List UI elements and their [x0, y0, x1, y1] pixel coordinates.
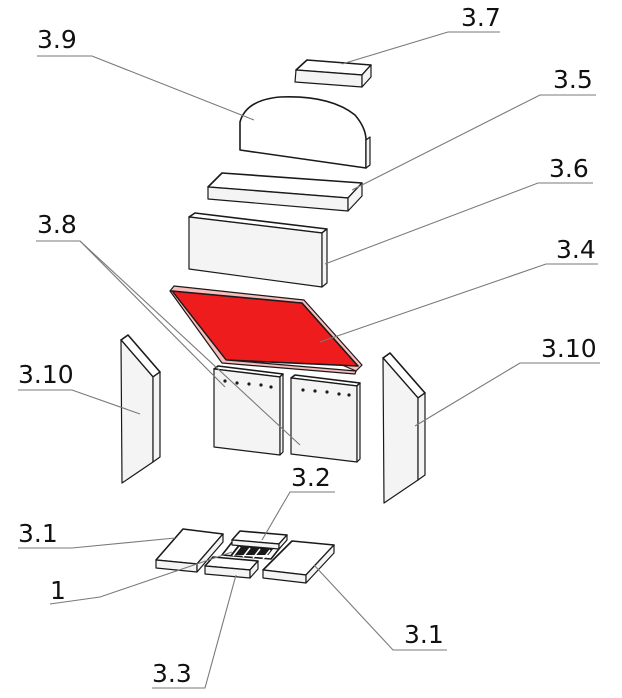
- leader-3-1-right: [313, 564, 447, 651]
- leader-3-10-left: [18, 389, 141, 415]
- part-3-4-highlighted-plate[interactable]: [169, 285, 363, 375]
- label-3-10-right: 3.10: [541, 334, 597, 363]
- leader-3-1-left: [18, 537, 176, 549]
- leader-3-8-b: [79, 240, 301, 446]
- label-3-1-right: 3.1: [404, 620, 444, 649]
- part-3-1-left-floor-brick[interactable]: [155, 528, 224, 573]
- label-3-6: 3.6: [549, 154, 589, 183]
- label-3-4: 3.4: [556, 235, 596, 264]
- leader-3-10-right: [414, 362, 600, 427]
- part-3-9-arch[interactable]: [239, 96, 371, 169]
- leader-lines: [18, 31, 600, 689]
- part-3-10-left-side-panel[interactable]: [120, 334, 161, 484]
- leader-3-6: [324, 182, 593, 265]
- label-3-1-left: 3.1: [18, 519, 58, 548]
- part-3-8-right-inner-panel[interactable]: [290, 374, 361, 463]
- label-3-3: 3.3: [152, 659, 192, 688]
- label-3-7: 3.7: [461, 3, 501, 32]
- label-3-10-left: 3.10: [18, 360, 74, 389]
- label-3-9: 3.9: [37, 25, 77, 54]
- part-3-7-top-brick[interactable]: [294, 59, 372, 88]
- part-labels: 3.7 3.9 3.5 3.6 3.8 3.4 3.10 3.10 3.2 3.…: [18, 3, 597, 688]
- part-3-1-right-floor-brick[interactable]: [262, 540, 335, 584]
- label-3-5: 3.5: [553, 65, 593, 94]
- part-3-2-rear-grate-brick[interactable]: [231, 530, 288, 550]
- leader-3-9: [37, 55, 255, 121]
- label-1: 1: [50, 576, 66, 605]
- leader-1: [49, 551, 233, 605]
- part-3-8-left-inner-panel[interactable]: [213, 365, 284, 456]
- label-3-8: 3.8: [37, 210, 77, 239]
- part-3-6-back-panel[interactable]: [188, 212, 328, 288]
- leader-3-4: [319, 263, 598, 343]
- part-3-10-right-side-panel[interactable]: [382, 352, 426, 504]
- label-3-2: 3.2: [291, 463, 331, 492]
- part-3-5-slab[interactable]: [207, 172, 363, 212]
- part-3-3-front-grate-brick[interactable]: [204, 556, 259, 579]
- leader-3-5: [351, 94, 596, 191]
- leader-3-2: [261, 491, 335, 541]
- leader-3-7: [341, 31, 500, 65]
- leader-3-3: [152, 574, 237, 689]
